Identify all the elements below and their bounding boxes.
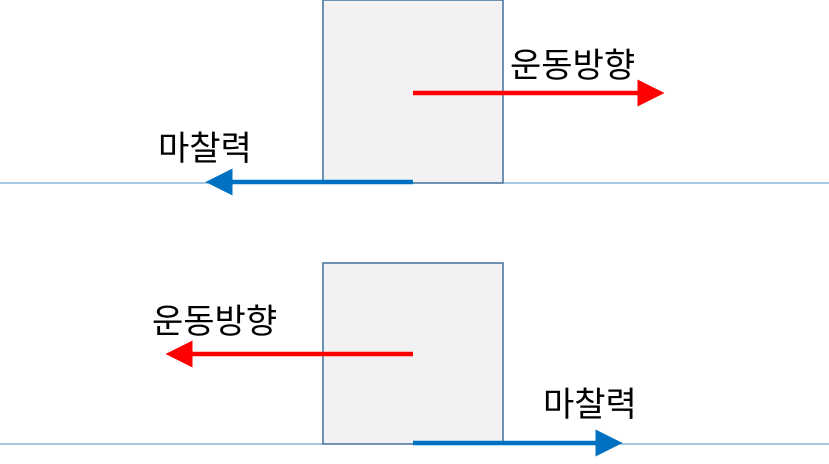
friction-label: 마찰력 [158,129,252,169]
panel-top: 운동방향 마찰력 [0,0,829,196]
friction-label: 마찰력 [543,385,637,425]
motion-label: 운동방향 [152,302,277,342]
panel-bottom: 운동방향 마찰력 [0,262,829,457]
motion-label: 운동방향 [510,46,635,86]
